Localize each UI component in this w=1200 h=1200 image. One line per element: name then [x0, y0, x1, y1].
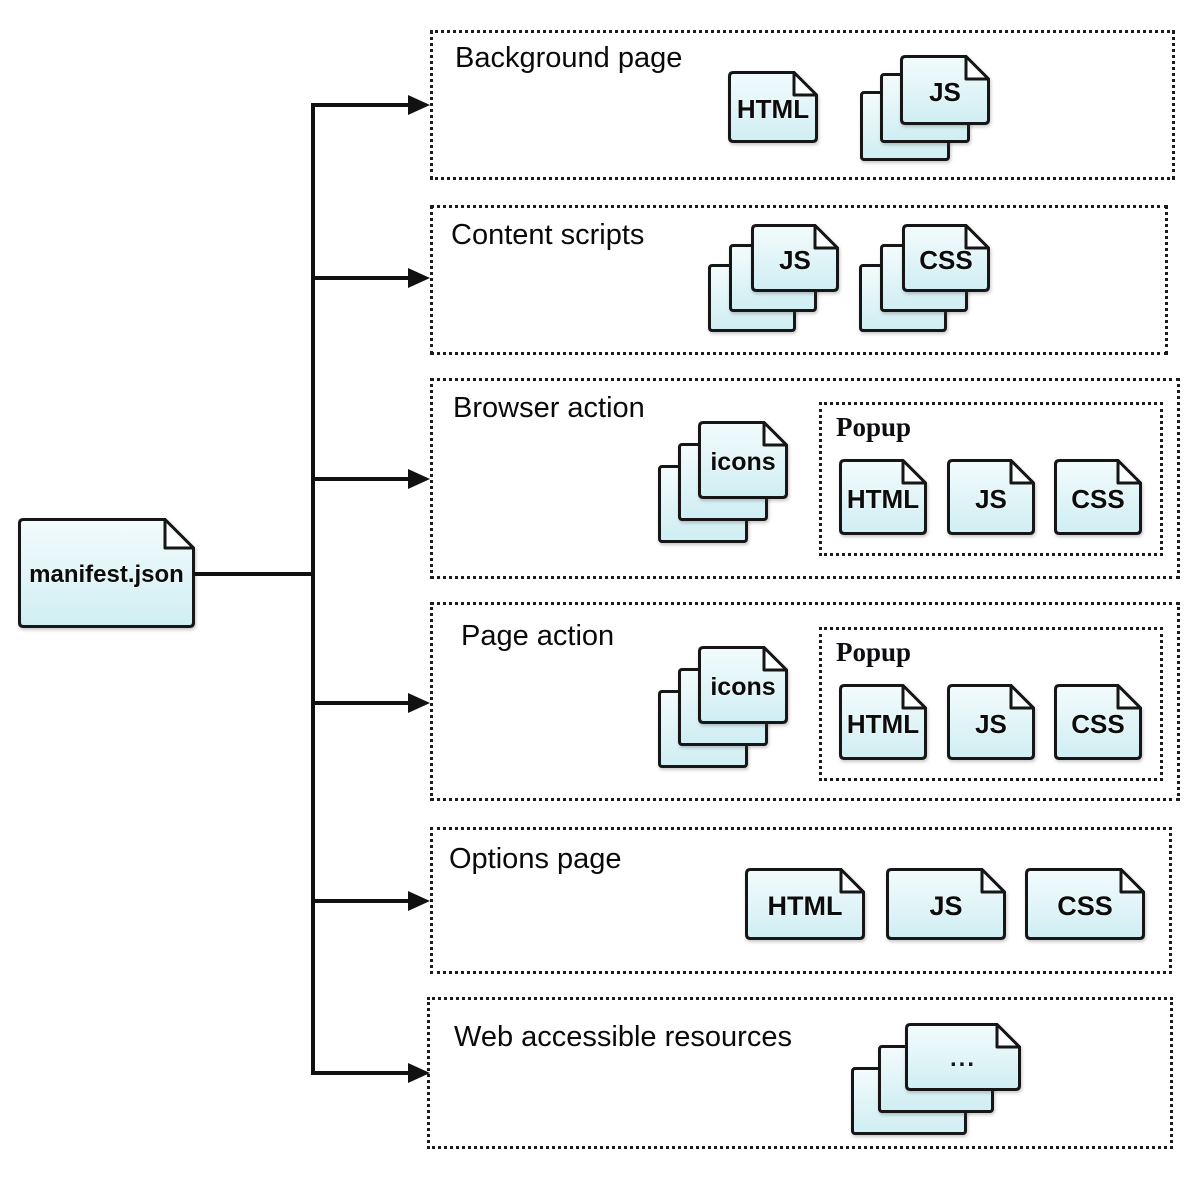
css-file-label: CSS: [919, 244, 973, 275]
branch-line-options: [313, 899, 410, 903]
popup-js-file-icon: JS: [947, 684, 1035, 760]
popup-html-file-icon: HTML: [839, 459, 927, 535]
popup-box: Popup HTML JS CSS: [819, 627, 1163, 781]
section-title-content-scripts: Content scripts: [451, 219, 645, 251]
section-title-background-page: Background page: [455, 42, 683, 74]
section-browser-action: Browser action icons Popup HTML JS CSS: [430, 378, 1180, 579]
arrow-browser-action: [408, 469, 430, 489]
popup-title: Popup: [836, 412, 912, 442]
js-file-icon: JS: [900, 55, 990, 125]
section-title-page-action: Page action: [461, 620, 615, 652]
branch-line-browser: [313, 477, 410, 481]
html-file-label: HTML: [846, 483, 920, 514]
branch-line-content: [313, 276, 410, 280]
js-file-label: JS: [975, 708, 1007, 739]
popup-css-file-icon: CSS: [1054, 459, 1142, 535]
branch-line-resources: [313, 1071, 410, 1075]
arrow-background-page: [408, 95, 430, 115]
trunk-line: [311, 103, 315, 1075]
popup-css-file-icon: CSS: [1054, 684, 1142, 760]
html-file-icon: HTML: [728, 71, 818, 143]
branch-line-background: [313, 103, 410, 107]
section-web-accessible-resources: Web accessible resources ...: [427, 997, 1173, 1149]
arrow-page-action: [408, 693, 430, 713]
icons-file-label: icons: [710, 672, 776, 701]
js-file-label: JS: [929, 76, 961, 107]
css-file-label: CSS: [1057, 890, 1113, 921]
resource-files-stack: ...: [851, 1023, 1021, 1135]
resource-file-icon: ...: [905, 1023, 1021, 1091]
popup-box: Popup HTML JS CSS: [819, 402, 1163, 556]
arrow-options-page: [408, 891, 430, 911]
css-files-stack: CSS: [859, 224, 990, 333]
js-files-stack: JS: [860, 55, 990, 161]
html-file-label: HTML: [767, 890, 843, 921]
section-page-action: Page action icons Popup HTML JS CSS: [430, 602, 1180, 801]
section-content-scripts: Content scripts JS CSS: [430, 205, 1168, 355]
html-file-icon: HTML: [745, 868, 865, 940]
html-file-label: HTML: [736, 93, 810, 124]
arrow-web-accessible-resources: [408, 1063, 430, 1083]
js-file-icon: JS: [886, 868, 1006, 940]
css-file-label: CSS: [1071, 483, 1125, 514]
popup-title: Popup: [836, 637, 912, 667]
js-file-label: JS: [779, 244, 811, 275]
js-file-label: JS: [975, 483, 1007, 514]
arrow-content-scripts: [408, 268, 430, 288]
icons-file-icon: icons: [698, 646, 788, 724]
manifest-connector-line: [193, 572, 313, 576]
section-options-page: Options page HTML JS CSS: [430, 827, 1172, 974]
manifest-file-icon: manifest.json: [18, 518, 195, 628]
popup-js-file-icon: JS: [947, 459, 1035, 535]
manifest-label: manifest.json: [29, 561, 184, 588]
icons-file-label: icons: [710, 447, 776, 476]
js-files-stack: JS: [708, 224, 839, 333]
icons-file-icon: icons: [698, 421, 788, 499]
css-file-label: CSS: [1071, 708, 1125, 739]
section-title-web-accessible-resources: Web accessible resources: [454, 1021, 792, 1053]
icons-files-stack: icons: [658, 421, 788, 543]
css-file-icon: CSS: [1025, 868, 1145, 940]
js-file-icon: JS: [751, 224, 839, 292]
css-file-icon: CSS: [902, 224, 990, 292]
section-title-browser-action: Browser action: [453, 392, 645, 424]
popup-html-file-icon: HTML: [839, 684, 927, 760]
resource-file-label: ...: [949, 1045, 976, 1072]
js-file-label: JS: [929, 890, 963, 921]
section-background-page: Background page HTML JS: [430, 30, 1175, 180]
section-title-options-page: Options page: [449, 843, 622, 875]
branch-line-page: [313, 701, 410, 705]
icons-files-stack: icons: [658, 646, 788, 768]
html-file-label: HTML: [846, 708, 920, 739]
